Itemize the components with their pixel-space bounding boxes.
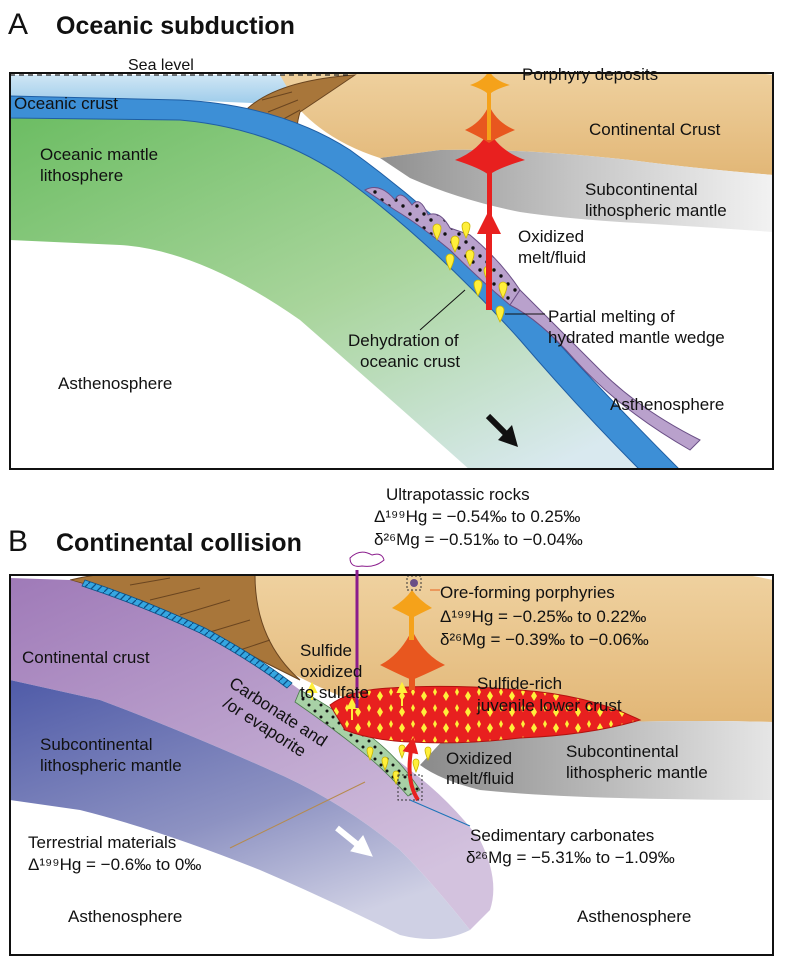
label-terrestrial-2: Δ¹⁹⁹Hg = −0.6‰ to 0‰: [28, 855, 201, 874]
subcontinental-mantle: [380, 149, 773, 232]
label-asthenosphere-b-right: Asthenosphere: [577, 907, 691, 926]
terrestrial-leader: [229, 781, 366, 849]
label-sea-level: Sea level: [128, 57, 194, 74]
label-partial-melting-2: hydrated mantle wedge: [548, 328, 725, 347]
label-asthenosphere-a-right: Asthenosphere: [610, 395, 724, 414]
panel-b-frame: [9, 574, 774, 956]
label-subcontinental-1: Subcontinental: [585, 180, 697, 199]
label-dehydration-1: Dehydration of: [348, 331, 459, 350]
collision-arrow: [335, 825, 373, 857]
label-sulfide-3: to sulfate: [300, 683, 369, 702]
sedimentary-leader: [409, 799, 471, 827]
oceanic-crust: [10, 95, 680, 469]
label-subcont-b-left-2: lithospheric mantle: [40, 756, 182, 775]
label-oxidized-b-2: melt/fluid: [446, 769, 514, 788]
subduction-arrow: [485, 413, 518, 447]
label-asthenosphere-b-left: Asthenosphere: [68, 907, 182, 926]
label-sulfide-rich-2: juvenile lower crust: [476, 696, 622, 715]
label-continental-crust-b: Continental crust: [22, 648, 150, 667]
label-subcont-b-right-1: Subcontinental: [566, 742, 678, 761]
label-ore-porphyries-2: Δ¹⁹⁹Hg = −0.25‰ to 0.22‰: [440, 607, 646, 626]
label-sedimentary-1: Sedimentary carbonates: [470, 826, 654, 845]
subcontinental-mantle-b-right: [420, 721, 773, 800]
label-sedimentary-2: δ²⁶Mg = −5.31‰ to −1.09‰: [466, 848, 675, 867]
continental-crust-b: [230, 575, 773, 723]
label-ore-porphyries-1: Ore-forming porphyries: [440, 583, 615, 602]
label-sulfide-1: Sulfide: [300, 641, 352, 660]
label-terrestrial-1: Terrestrial materials: [28, 833, 176, 852]
continental-crust-purple: [10, 578, 494, 930]
porphyry-plume-b: [380, 575, 445, 690]
label-oceanic-mantle-2: lithosphere: [40, 166, 123, 185]
label-oceanic-mantle-1: Oceanic mantle: [40, 145, 158, 164]
panel-a-title: Oceanic subduction: [56, 12, 295, 40]
label-oceanic-crust: Oceanic crust: [14, 94, 118, 113]
panel-a-frame: [9, 72, 774, 470]
label-ultrapotassic-1: Ultrapotassic rocks: [386, 485, 530, 504]
label-porphyry-deposits: Porphyry deposits: [522, 65, 658, 84]
panel-a-letter: A: [8, 8, 28, 41]
label-partial-melting-1: Partial melting of: [548, 307, 675, 326]
continental-crust: [280, 73, 773, 175]
label-ultrapotassic-3: δ²⁶Mg = −0.51‰ to −0.04‰: [374, 530, 583, 549]
panel-b-diagram: [9, 551, 774, 956]
label-ore-porphyries-3: δ²⁶Mg = −0.39‰ to −0.06‰: [440, 630, 649, 649]
label-oxidized-2: melt/fluid: [518, 248, 586, 267]
subcontinental-mantle-b-left: [10, 680, 470, 939]
label-sulfide-rich-1: Sulfide-rich: [477, 674, 562, 693]
label-asthenosphere-a-left: Asthenosphere: [58, 374, 172, 393]
label-dehydration-2: oceanic crust: [360, 352, 460, 371]
label-ultrapotassic-2: Δ¹⁹⁹Hg = −0.54‰ to 0.25‰: [374, 507, 580, 526]
label-subcontinental-2: lithospheric mantle: [585, 201, 727, 220]
panel-b-letter: B: [8, 525, 28, 558]
label-oxidized-1: Oxidized: [518, 227, 584, 246]
mantle-wedge: [364, 187, 521, 306]
panel-b-title: Continental collision: [56, 529, 302, 557]
label-continental-crust: Continental Crust: [589, 120, 721, 139]
oceanic-mantle-lithosphere: [10, 118, 640, 469]
panel-a-diagram: [9, 72, 774, 470]
carbonate-band: [81, 579, 293, 689]
label-oxidized-b-1: Oxidized: [446, 749, 512, 768]
label-subcont-b-right-2: lithospheric mantle: [566, 763, 708, 782]
label-subcont-b-left-1: Subcontinental: [40, 735, 152, 754]
label-sulfide-2: oxidized: [300, 662, 362, 681]
